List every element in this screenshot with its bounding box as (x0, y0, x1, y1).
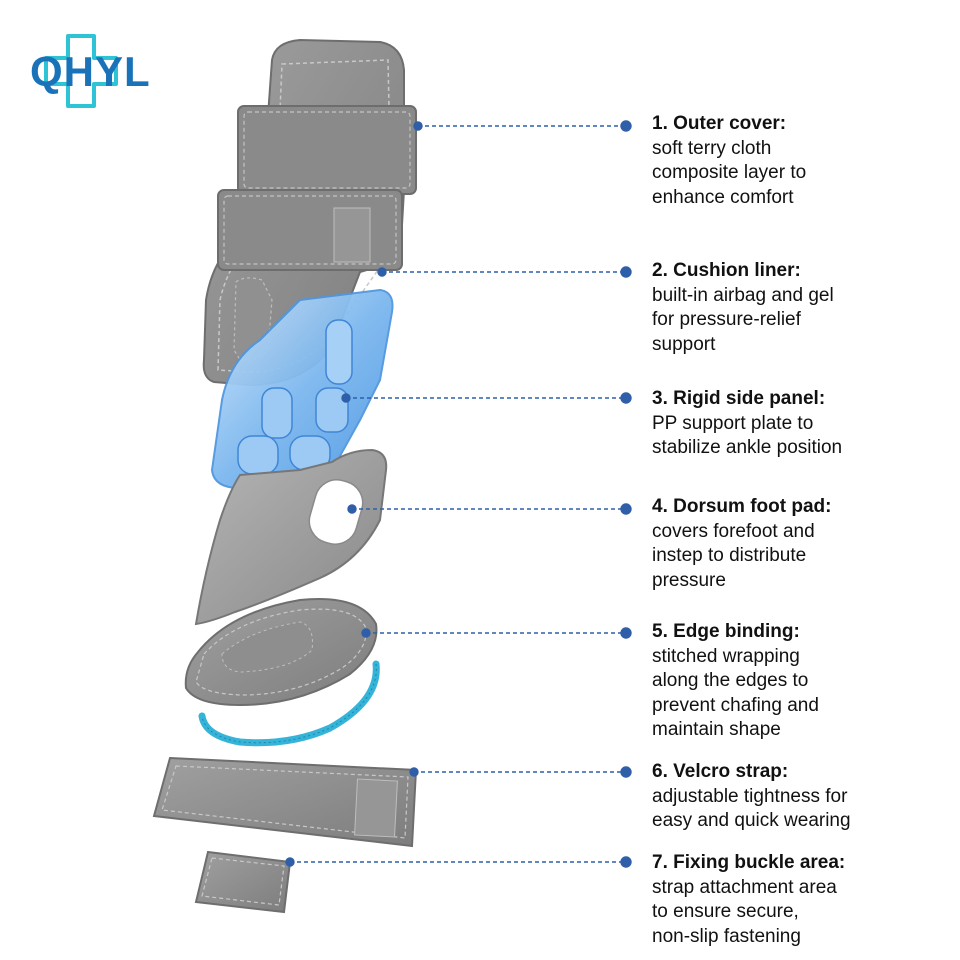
callout-description: soft terry cloth composite layer to enha… (652, 137, 807, 208)
leader-line-5 (361, 627, 632, 639)
callout-title: 6. Velcro strap: (652, 761, 789, 782)
velcro-strap-illustration (152, 756, 418, 848)
callout-rigid-side-panel: 3. Rigid side panel: PP support plate to… (652, 387, 952, 461)
leader-line-3 (341, 392, 632, 404)
callout-description: PP support plate to stabilize ankle posi… (652, 412, 843, 459)
leader-line-1 (413, 120, 632, 132)
outer-cover-illustration (202, 38, 417, 387)
fixing-buckle-area-illustration (194, 850, 292, 914)
edge-binding-illustration (198, 660, 380, 747)
callout-title: 4. Dorsum foot pad: (652, 496, 832, 517)
leader-line-6 (409, 766, 632, 778)
callout-description: adjustable tightness for easy and quick … (652, 785, 851, 832)
dorsum-foot-pad-illustration (184, 598, 378, 707)
leader-line-4 (347, 503, 632, 515)
leader-lines (285, 120, 632, 868)
callout-outer-cover: 1. Outer cover: soft terry cloth composi… (652, 112, 952, 210)
callout-title: 3. Rigid side panel: (652, 388, 826, 409)
callout-dorsum-foot-pad: 4. Dorsum foot pad: covers forefoot and … (652, 495, 952, 593)
callout-velcro-strap: 6. Velcro strap: adjustable tightness fo… (652, 760, 952, 834)
brand-logo: QHYL (30, 34, 151, 108)
leader-line-2 (377, 266, 632, 278)
callout-description: covers forefoot and instep to distribute… (652, 520, 815, 591)
callout-cushion-liner: 2. Cushion liner: built-in airbag and ge… (652, 259, 952, 357)
callout-fixing-buckle-area: 7. Fixing buckle area: strap attachment … (652, 851, 952, 949)
callout-edge-binding: 5. Edge binding: stitched wrapping along… (652, 620, 952, 743)
callout-title: 5. Edge binding: (652, 621, 800, 642)
callout-description: stitched wrapping along the edges to pre… (652, 645, 819, 741)
callout-title: 7. Fixing buckle area: (652, 852, 846, 873)
callout-description: built-in airbag and gel for pressure-rel… (652, 284, 834, 355)
callout-title: 2. Cushion liner: (652, 260, 801, 281)
callout-title: 1. Outer cover: (652, 113, 787, 134)
leader-line-7 (285, 856, 632, 868)
rigid-side-panel-illustration (194, 448, 388, 626)
medical-cross-icon (44, 34, 118, 108)
logo-text: QHYL (30, 48, 151, 95)
callout-description: strap attachment area to ensure secure, … (652, 876, 837, 947)
